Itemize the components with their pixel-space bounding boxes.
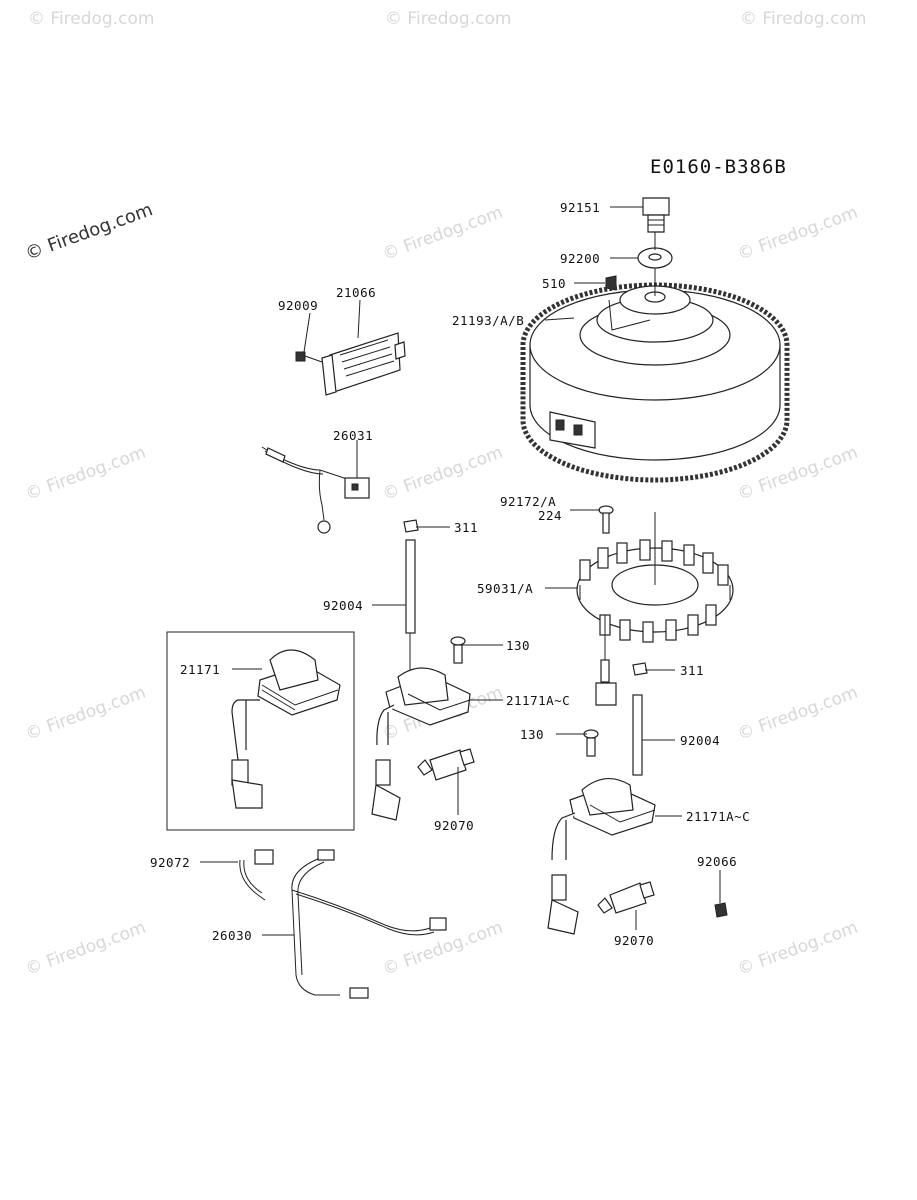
callout-label: 92200: [560, 251, 600, 266]
watermark: © Firedog.com: [380, 443, 506, 505]
callout-label: 92151: [560, 200, 600, 215]
callout-label: 26031: [333, 428, 373, 443]
watermark: © Firedog.com: [23, 918, 149, 980]
screw-130-middle: [450, 636, 466, 664]
watermark: © Firedog.com: [735, 918, 861, 980]
harness-26030: [291, 849, 447, 999]
watermark: © Firedog.com: [385, 9, 511, 29]
lead-92072: [239, 849, 274, 901]
watermark: © Firedog.com: [740, 9, 866, 29]
callout-label: 92066: [697, 854, 737, 869]
screw-130-lower: [583, 729, 599, 757]
watermark: © Firedog.com: [23, 683, 149, 745]
callout-label: 21193/A/B: [452, 313, 524, 328]
washer-92200: [637, 247, 673, 269]
callout-label: 92070: [614, 933, 654, 948]
screw-92009: [295, 351, 323, 363]
callout-label: 21066: [336, 285, 376, 300]
nut-92066: [714, 902, 728, 918]
callout-labels: 92151 92200 510 21193/A/B 92009 21066 26…: [150, 200, 750, 948]
callout-label: 92004: [323, 598, 363, 613]
callout-label: 92172/A: [500, 494, 556, 509]
regulator-21066: [295, 332, 406, 396]
callout-label: 510: [542, 276, 566, 291]
callout-label: 92072: [150, 855, 190, 870]
callout-label: 92004: [680, 733, 720, 748]
ignition-coil-middle: [371, 636, 471, 821]
callout-label: 21171A~C: [686, 809, 750, 824]
callout-label: 92009: [278, 298, 318, 313]
callout-label: 130: [520, 727, 544, 742]
callout-label: 92070: [434, 818, 474, 833]
flywheel-21193: [520, 282, 790, 483]
spark-plug-lower: [597, 881, 655, 914]
diagram-code: E0160-B386B: [650, 156, 787, 178]
watermark: © Firedog.com: [380, 203, 506, 265]
callout-label: 26030: [212, 928, 252, 943]
stud-left: [403, 519, 419, 680]
harness-26031: [261, 440, 370, 534]
spark-plug-middle: [417, 748, 475, 781]
ignition-coil-lower: [547, 778, 656, 935]
watermark: © Firedog.com: [23, 443, 149, 505]
watermark: © Firedog.com: [735, 203, 861, 265]
inset-coil-21171: [166, 631, 355, 831]
stator-59031: [576, 512, 734, 706]
callout-label: 130: [506, 638, 530, 653]
watermark: © Firedog.com: [23, 199, 156, 265]
bolt-92151: [642, 197, 670, 233]
callout-label: 21171A~C: [506, 693, 570, 708]
callout-label: 21171: [180, 662, 220, 677]
screw-92172: [598, 505, 614, 534]
stud-right: [632, 662, 648, 776]
callout-label: 311: [454, 520, 478, 535]
watermark-layer: © Firedog.com © Firedog.com © Firedog.co…: [23, 9, 867, 980]
leader-lines: [200, 206, 721, 936]
callout-label: 224: [538, 508, 562, 523]
callout-label: 311: [680, 663, 704, 678]
watermark: © Firedog.com: [28, 9, 154, 29]
watermark: © Firedog.com: [735, 683, 861, 745]
watermark: © Firedog.com: [735, 443, 861, 505]
flywheel-group: [520, 197, 790, 483]
callout-label: 59031/A: [477, 581, 533, 596]
